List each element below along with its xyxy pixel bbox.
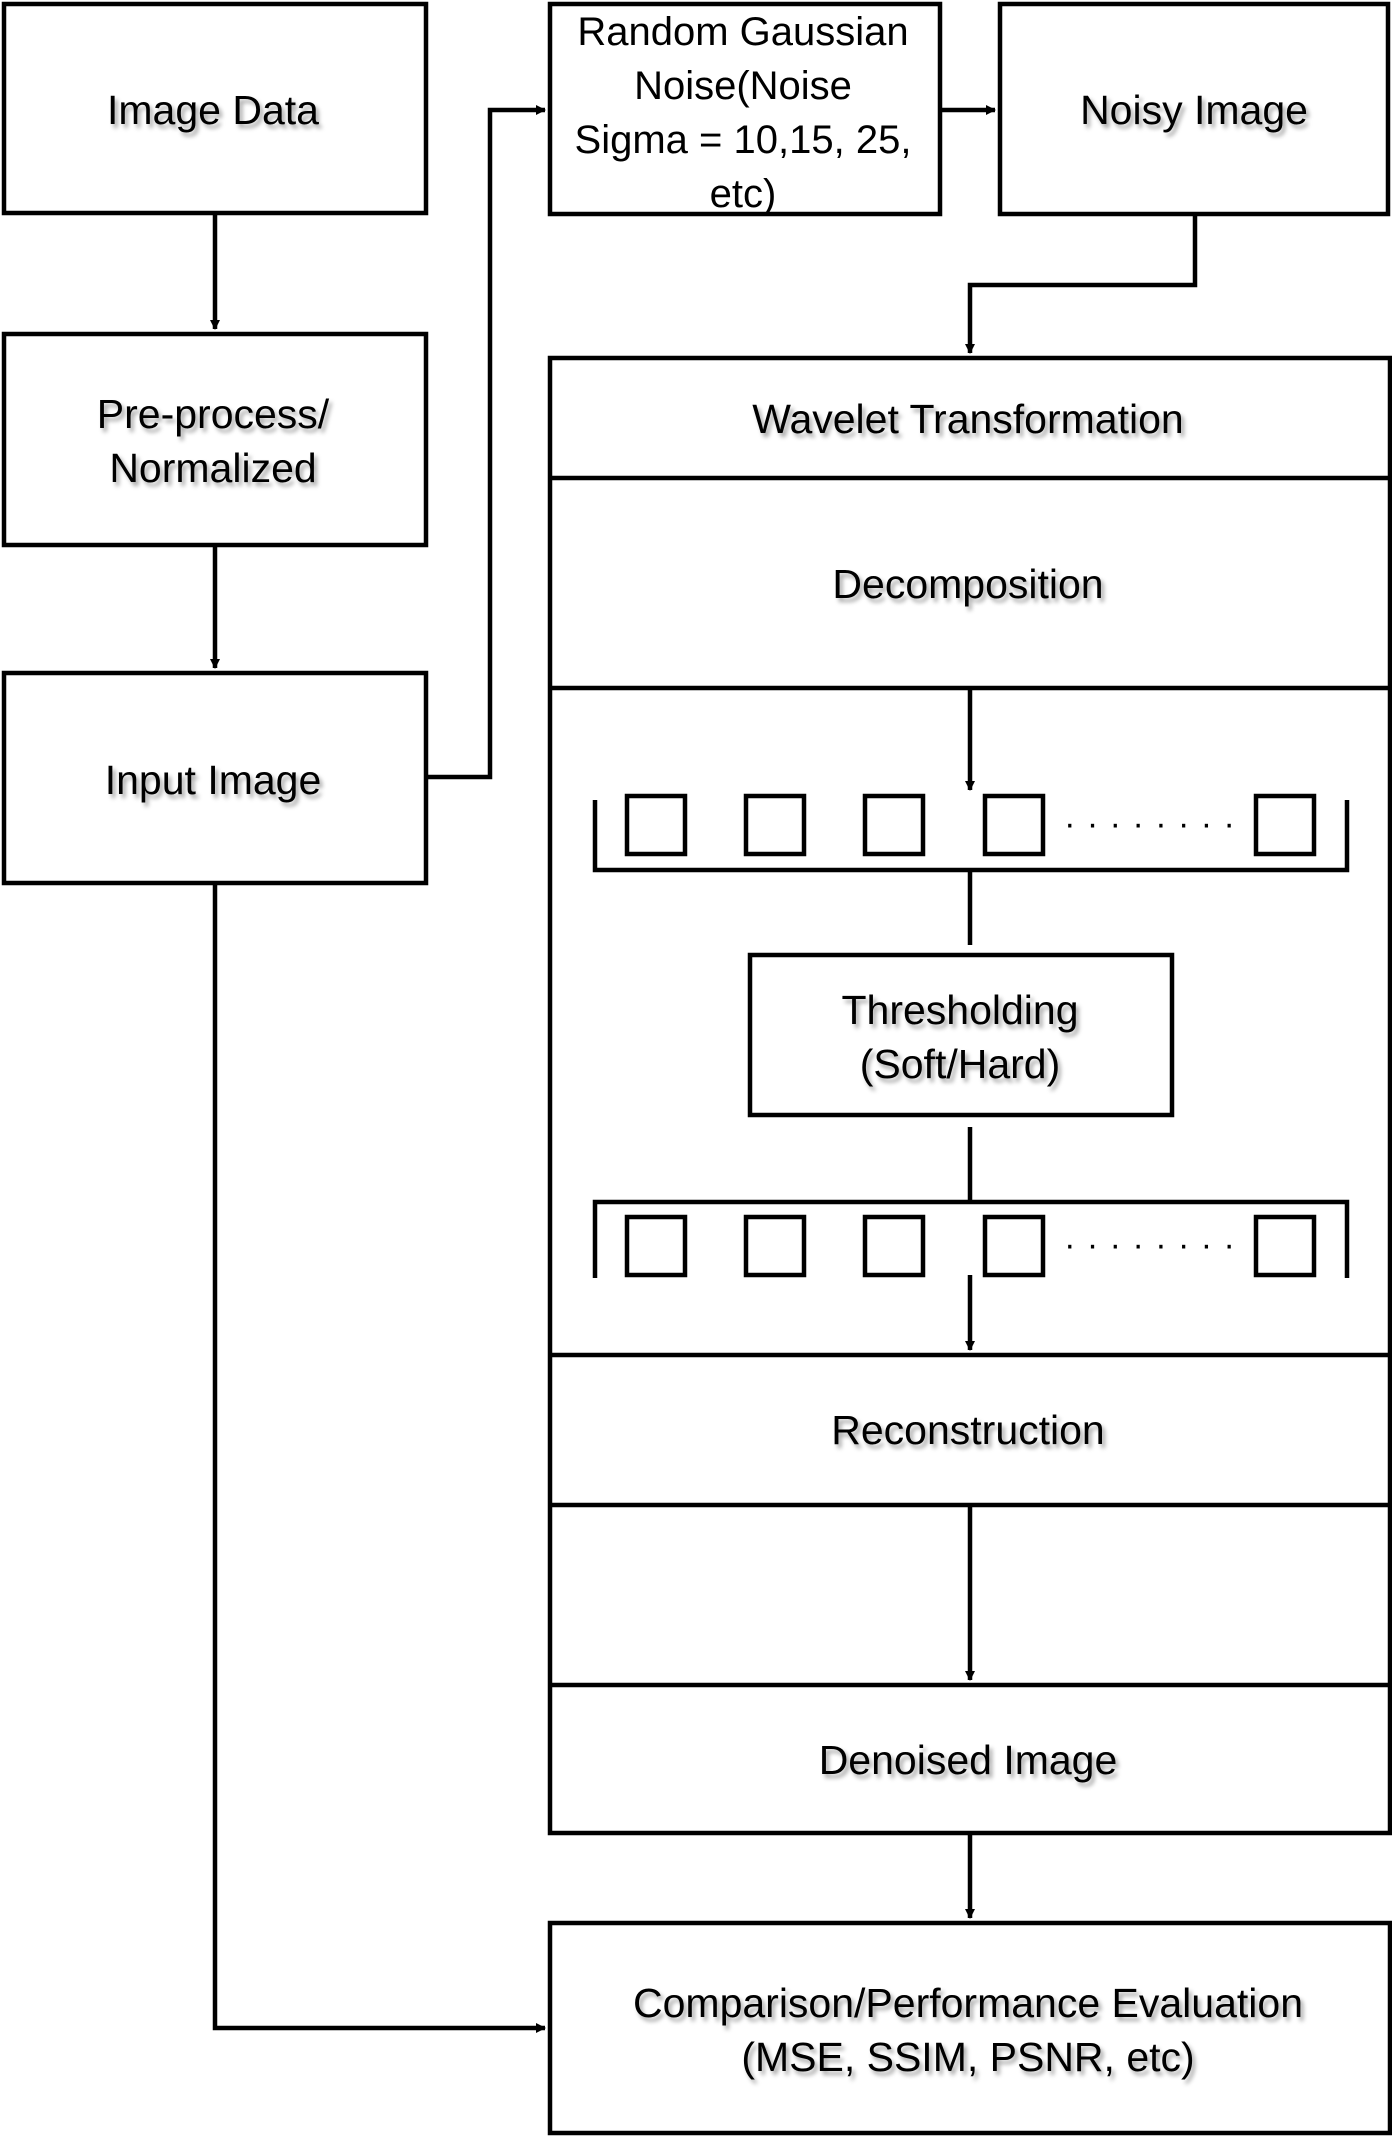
thresholding-box xyxy=(747,952,1175,1118)
label-line: etc) xyxy=(710,172,777,216)
reconstruction-label: Reconstruction xyxy=(831,1407,1104,1453)
label-line: Reconstruction xyxy=(831,1407,1104,1453)
label-line: Decomposition xyxy=(832,561,1103,607)
label-line: Image Data xyxy=(107,87,319,133)
label-line: Thresholding xyxy=(841,987,1078,1033)
denoised-image-label: Denoised Image xyxy=(819,1737,1118,1783)
decomposition-label: Decomposition xyxy=(832,561,1103,607)
label-line: Noise(Noise xyxy=(634,64,852,108)
wavelet-transformation-label: Wavelet Transformation xyxy=(752,396,1183,442)
input-image-label: Input Image xyxy=(105,757,322,803)
thresholding-label: Thresholding (Soft/Hard) xyxy=(841,987,1078,1087)
label-line: Pre-process/ xyxy=(97,391,330,437)
preprocess-box xyxy=(1,331,429,548)
arrow-input-to-evaluation xyxy=(212,883,546,2033)
label-line: Denoised Image xyxy=(819,1737,1118,1783)
label-line: Input Image xyxy=(105,757,322,803)
label-line: (MSE, SSIM, PSNR, etc) xyxy=(741,2034,1194,2080)
noisy-image-label: Noisy Image xyxy=(1080,87,1308,133)
label-line: Noisy Image xyxy=(1080,87,1308,133)
coefficient-dots-bottom: · · · · · · · · xyxy=(1064,1226,1236,1264)
evaluation-label: Comparison/Performance Evaluation (MSE, S… xyxy=(633,1980,1303,2080)
label-line: Sigma = 10,15, 25, xyxy=(575,118,912,162)
label-line: (Soft/Hard) xyxy=(860,1041,1061,1087)
label-line: Random Gaussian xyxy=(577,10,908,54)
preprocess-label: Pre-process/Normalized xyxy=(97,391,330,491)
arrow-noisy-to-wavelet xyxy=(965,214,1198,354)
coefficient-dots-top: · · · · · · · · xyxy=(1064,805,1236,843)
label-line: Wavelet Transformation xyxy=(752,396,1183,442)
arrow-input-to-noise xyxy=(426,105,546,780)
label-line: Comparison/Performance Evaluation xyxy=(633,1980,1303,2026)
evaluation-box xyxy=(547,1920,1392,2136)
image-data-label: Image Data xyxy=(107,87,319,133)
label-line: Normalized xyxy=(109,445,316,491)
